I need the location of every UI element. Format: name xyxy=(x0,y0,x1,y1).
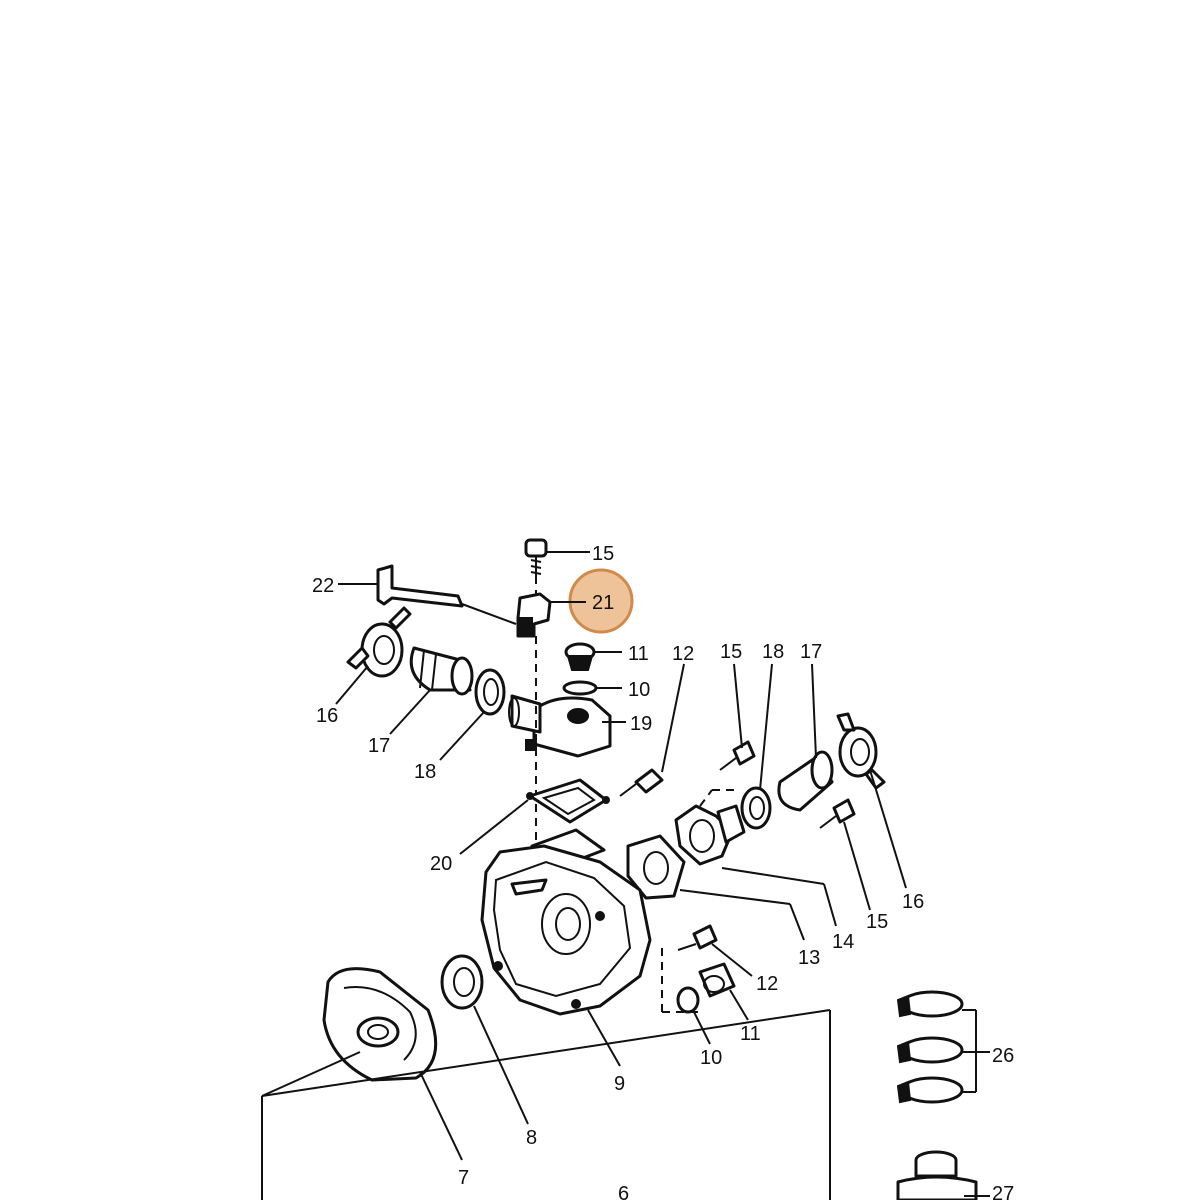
label-11-top: 11 xyxy=(628,643,649,665)
label-15-lower: 15 xyxy=(866,911,888,933)
part-20-square-gaskets[interactable] xyxy=(459,778,610,868)
part-15-right-upper-bolt[interactable] xyxy=(719,663,756,771)
label-11-lower: 11 xyxy=(740,1023,761,1045)
label-19: 19 xyxy=(630,713,652,735)
part-16-right-wing-nut[interactable] xyxy=(836,712,907,889)
part-21-bracket[interactable] xyxy=(516,576,586,638)
label-12-top: 12 xyxy=(672,643,694,665)
label-10-top: 10 xyxy=(628,679,650,701)
label-18-left: 18 xyxy=(414,761,436,783)
label-22: 22 xyxy=(312,575,334,597)
part-10-top-o-ring[interactable] xyxy=(562,680,622,696)
part-11-lower-plug[interactable] xyxy=(698,962,749,1021)
part-13-flange-gasket[interactable] xyxy=(626,834,805,941)
part-9-pump-body[interactable] xyxy=(480,844,652,1067)
label-16-right: 16 xyxy=(902,891,924,913)
label-27: 27 xyxy=(992,1183,1014,1200)
label-16-left: 16 xyxy=(316,705,338,727)
label-12-lower: 12 xyxy=(756,973,778,995)
label-26: 26 xyxy=(992,1045,1014,1067)
label-8: 8 xyxy=(526,1127,537,1149)
part-12-upper-bolt[interactable] xyxy=(619,663,685,797)
part-18-right-gasket[interactable] xyxy=(740,663,773,830)
label-21: 21 xyxy=(592,592,614,614)
part-14-flange-adapter[interactable] xyxy=(674,789,837,927)
part-6-assembly-frame xyxy=(261,1009,831,1200)
part-26-hose-clamps[interactable] xyxy=(896,990,990,1104)
part-15-right-lower-bolt[interactable] xyxy=(819,798,871,911)
part-11-top-plug[interactable] xyxy=(564,642,622,671)
label-9: 9 xyxy=(614,1073,625,1095)
part-8-seal-ring[interactable] xyxy=(440,954,529,1125)
part-22-hex-wrench[interactable] xyxy=(338,564,517,625)
part-12-lower-bolt[interactable] xyxy=(677,924,753,977)
label-7: 7 xyxy=(458,1167,469,1189)
label-20: 20 xyxy=(430,853,452,875)
label-15-right: 15 xyxy=(720,641,742,663)
label-13: 13 xyxy=(798,947,820,969)
label-14: 14 xyxy=(832,931,854,953)
label-15-top: 15 xyxy=(592,543,614,565)
part-15-top-bolt[interactable] xyxy=(524,538,590,576)
part-27-strainer[interactable] xyxy=(896,1150,990,1200)
label-17-left: 17 xyxy=(368,735,390,757)
part-18-left-gasket[interactable] xyxy=(439,668,506,761)
part-17-right-hose-fitting[interactable] xyxy=(777,663,834,812)
part-7-impeller[interactable] xyxy=(322,967,463,1161)
part-19-elbow-housing[interactable] xyxy=(508,694,626,758)
part-10-lower-o-ring[interactable] xyxy=(676,986,711,1045)
label-6: 6 xyxy=(618,1183,629,1200)
part-16-left-wing-nut[interactable] xyxy=(335,606,412,705)
label-10-lower: 10 xyxy=(700,1047,722,1069)
label-17-right: 17 xyxy=(800,641,822,663)
label-18-right: 18 xyxy=(762,641,784,663)
part-17-left-hose-fitting[interactable] xyxy=(389,646,474,735)
